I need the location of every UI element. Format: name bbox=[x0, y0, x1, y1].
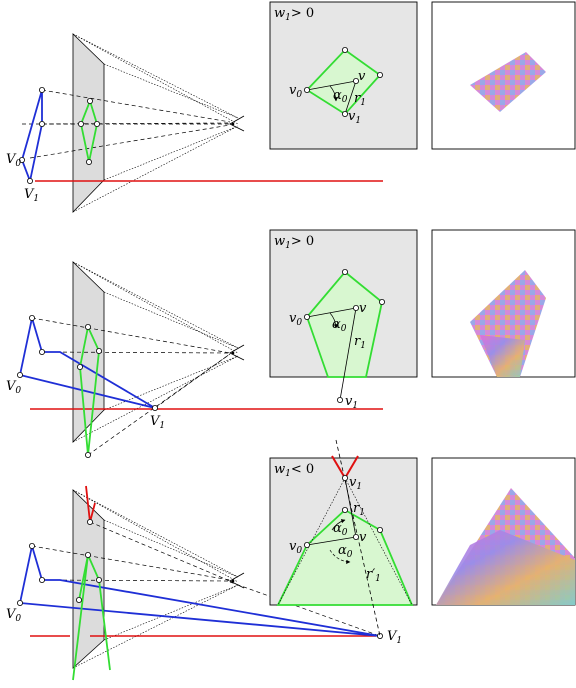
world-quad bbox=[18, 317, 156, 409]
label-alpha0: α0 bbox=[332, 317, 347, 334]
eye-icon bbox=[229, 344, 245, 361]
image-plane bbox=[72, 33, 105, 213]
label-V1: V1 bbox=[387, 629, 402, 646]
label-v1: v1 bbox=[348, 109, 361, 126]
world-quad bbox=[18, 545, 381, 637]
label-v0: v0 bbox=[289, 83, 302, 100]
row-3: V0 V1 w1< 0 v1 r1 v0 v α0 α0 r′1 bbox=[6, 439, 576, 681]
image-plane bbox=[72, 261, 105, 443]
label-v0: v0 bbox=[289, 539, 302, 556]
label-r1: r1 bbox=[353, 501, 365, 518]
row-1: V0 V1 w1> 0 v0 v α0 r1 v1 bbox=[6, 1, 576, 213]
label-V0: V0 bbox=[6, 152, 21, 169]
label-alpha0-neg: α0 bbox=[338, 543, 353, 560]
world-quad bbox=[21, 89, 43, 185]
label-alpha0: α0 bbox=[333, 88, 348, 105]
label-V0: V0 bbox=[6, 379, 21, 396]
label-v: v bbox=[359, 301, 367, 316]
rendered-texture bbox=[470, 52, 546, 112]
eye-icon bbox=[229, 572, 245, 589]
label-V1: V1 bbox=[150, 414, 165, 431]
label-alpha0: α0 bbox=[333, 521, 348, 538]
label-V0: V0 bbox=[6, 607, 21, 624]
screen-quad bbox=[276, 508, 414, 606]
vertex-markers bbox=[18, 87, 101, 184]
projection-rays bbox=[22, 89, 231, 159]
eye-icon bbox=[229, 115, 245, 132]
label-v: v bbox=[359, 530, 367, 545]
label-v: v bbox=[358, 69, 366, 84]
label-r1-prime: r′1 bbox=[366, 567, 381, 584]
label-v1: v1 bbox=[345, 394, 358, 411]
label-r1: r1 bbox=[354, 334, 366, 351]
frustum-lines bbox=[72, 33, 239, 213]
label-r1: r1 bbox=[354, 91, 366, 108]
label-V1: V1 bbox=[24, 187, 39, 204]
row-2: V0 V1 w1> 0 v0 v α0 r1 v1 bbox=[6, 229, 576, 458]
label-v1: v1 bbox=[349, 475, 362, 492]
projected-quad bbox=[72, 551, 111, 681]
condition-label: w1> 0 bbox=[274, 234, 314, 251]
condition-label: w1< 0 bbox=[274, 462, 314, 479]
condition-label: w1> 0 bbox=[274, 6, 314, 23]
label-v0: v0 bbox=[289, 311, 302, 328]
screen-quad bbox=[305, 270, 383, 378]
